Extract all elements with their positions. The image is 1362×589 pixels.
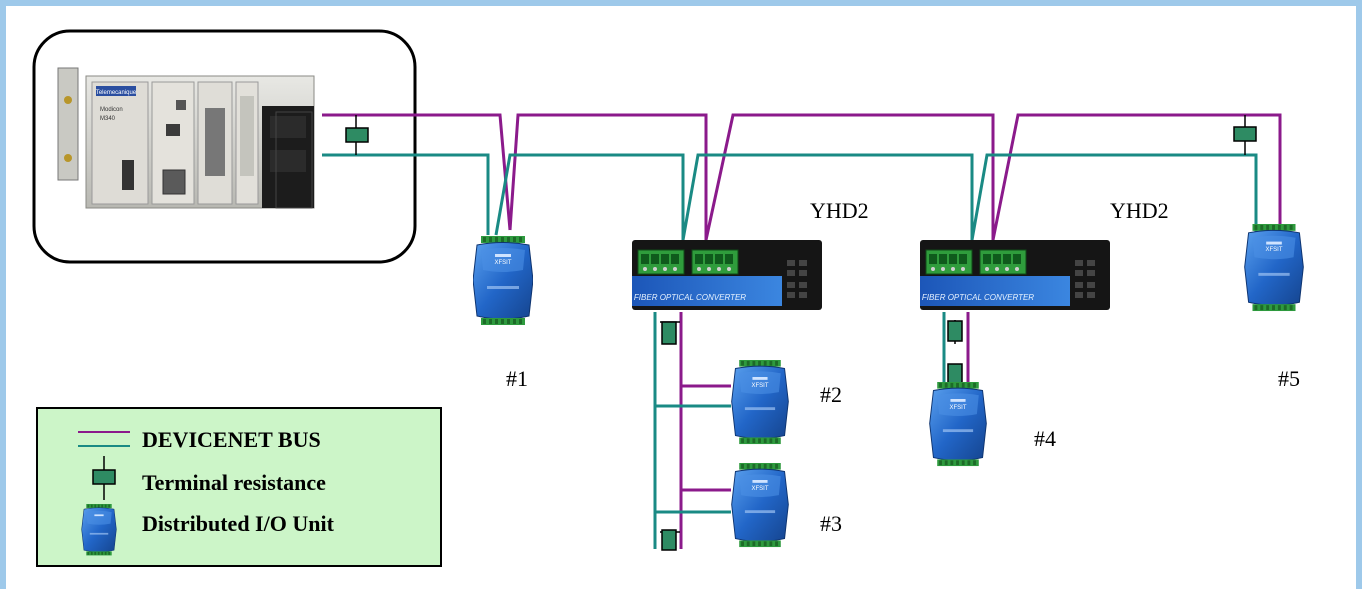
bus-purple-segment-2 — [508, 113, 708, 240]
fiber-converter-2: FIBER OPTICAL CONVERTER — [920, 240, 1110, 310]
terminal-resistor-2 — [1233, 115, 1257, 155]
plc-model-text-2: M340 — [100, 116, 116, 122]
legend: DEVICENET BUS Terminal resistance Distri… — [36, 407, 442, 567]
legend-bus-label: DEVICENET BUS — [142, 427, 321, 452]
bus-purple-segment-3 — [704, 113, 995, 241]
terminal-resistor-1 — [345, 115, 369, 155]
converter-2-print: FIBER OPTICAL CONVERTER — [922, 293, 1034, 302]
terminal-resistor-3 — [660, 321, 680, 345]
io-unit-3: XFSIT — [731, 463, 789, 548]
io-unit-5-print: XFSIT — [1265, 247, 1282, 253]
io-unit-1: XFSIT — [473, 236, 533, 326]
bus-teal-segment-4 — [970, 153, 1258, 241]
io-unit-3-print: XFSIT — [751, 486, 768, 492]
plc-brand-text: Telemecanique — [96, 90, 137, 96]
converter-1-print: FIBER OPTICAL CONVERTER — [634, 293, 746, 302]
bus-teal-segment-3 — [681, 153, 974, 241]
fiber-converter-1: FIBER OPTICAL CONVERTER — [632, 240, 822, 310]
legend-resistor-icon — [92, 456, 116, 500]
legend-resistor-label: Terminal resistance — [142, 470, 326, 495]
node-label-3: #3 — [820, 511, 842, 536]
terminal-resistors — [345, 115, 1257, 551]
node-label-1: #1 — [506, 366, 528, 391]
legend-io-label: Distributed I/O Unit — [142, 511, 335, 536]
bus-purple-segment-1 — [322, 113, 512, 231]
io-unit-4: XFSIT — [929, 382, 987, 467]
io-unit-2-print: XFSIT — [751, 383, 768, 389]
io-unit-2: XFSIT — [731, 360, 789, 445]
converter-1-label: YHD2 — [810, 198, 869, 223]
io-unit-5: XFSIT — [1244, 224, 1304, 312]
io-unit-1-print: XFSIT — [494, 260, 511, 266]
node-label-5: #5 — [1278, 366, 1300, 391]
devicenet-bus — [322, 113, 1282, 549]
node-label-4: #4 — [1034, 426, 1056, 451]
legend-io-icon — [81, 504, 117, 556]
io-unit-4-print: XFSIT — [949, 405, 966, 411]
plc-model-text-1: Modicon — [100, 107, 123, 113]
bus-teal-segment-1 — [322, 153, 490, 235]
bus-teal-segment-2 — [494, 153, 685, 240]
plc-rack: Telemecanique Modicon M340 — [57, 67, 315, 209]
node-label-2: #2 — [820, 382, 842, 407]
converter-2-label: YHD2 — [1110, 198, 1169, 223]
terminal-resistor-4 — [947, 320, 963, 344]
terminal-resistor-6 — [660, 529, 680, 551]
bus-purple-segment-4 — [991, 113, 1282, 241]
